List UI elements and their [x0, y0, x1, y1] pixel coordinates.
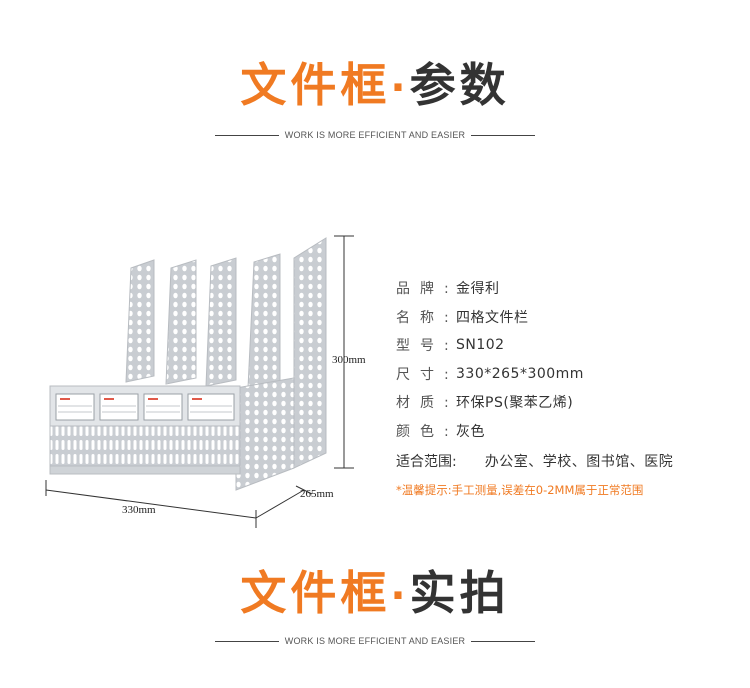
spec-model: 型号: SN102 [396, 331, 746, 360]
front-base [49, 465, 241, 475]
divider-4 [247, 253, 281, 389]
title-orange-text: 文件框 [240, 566, 391, 620]
divider-left [215, 640, 279, 642]
divider-1 [125, 259, 155, 383]
height-label: 300mm [332, 354, 366, 366]
spec-key: 型号: [396, 338, 459, 355]
product-image: 300mm 265mm 330mm [36, 228, 366, 538]
spec-color: 颜色: 灰色 [396, 417, 746, 446]
usage-value: 办公室、学校、图书馆、医院 [484, 454, 674, 471]
tagline: WORK IS MORE EFFICIENT AND EASIER [284, 130, 466, 140]
depth-dim-end [295, 485, 313, 495]
spec-key: 品牌: [396, 281, 459, 298]
section-title-photos: 文件框·实拍 [0, 570, 750, 616]
title-dark-text: 参数 [409, 58, 510, 112]
tagline-row-2: WORK IS MORE EFFICIENT AND EASIER [215, 634, 535, 648]
divider-right [471, 134, 535, 136]
width-label: 330mm [122, 504, 156, 516]
divider-2 [165, 259, 197, 385]
depth-dim-line [255, 489, 305, 519]
spec-key: 尺寸: [396, 366, 459, 383]
divider-right [471, 640, 535, 642]
right-side-panel [235, 377, 295, 491]
section-title-params: 文件框·参数 [0, 62, 750, 108]
spec-name: 名称: 四格文件栏 [396, 303, 746, 332]
rear-side-panel [293, 237, 327, 469]
divider-3 [205, 257, 237, 387]
measurement-note: *温馨提示:手工测量,误差在0-2MM属于正常范围 [396, 482, 644, 497]
spec-value: 环保PS(聚苯乙烯) [456, 395, 574, 412]
width-dim-line [45, 489, 257, 519]
spec-value: 金得利 [456, 281, 500, 298]
tagline: WORK IS MORE EFFICIENT AND EASIER [284, 636, 466, 646]
spec-value: 灰色 [456, 423, 485, 440]
depth-label: 265mm [300, 488, 334, 500]
spec-value: 四格文件栏 [456, 309, 529, 326]
title-dark-text: 实拍 [409, 566, 510, 620]
spec-value: SN102 [456, 337, 505, 354]
spec-key: 颜色: [396, 423, 459, 440]
spec-brand: 品牌: 金得利 [396, 274, 746, 303]
spec-material: 材质: 环保PS(聚苯乙烯) [396, 388, 746, 417]
file-organizer-illustration [45, 235, 354, 528]
tagline-row-1: WORK IS MORE EFFICIENT AND EASIER [215, 128, 535, 142]
usage-key: 适合范围: [396, 454, 457, 471]
title-dot: · [390, 573, 410, 619]
spec-value: 330*265*300mm [456, 365, 584, 382]
spec-key: 材质: [396, 395, 459, 412]
spec-size: 尺寸: 330*265*300mm [396, 360, 746, 389]
label-cards [55, 393, 235, 421]
spec-key: 名称: [396, 309, 459, 326]
divider-left [215, 134, 279, 136]
spec-usage: 适合范围: 办公室、学校、图书馆、医院 [396, 447, 746, 476]
front-slot-band [49, 425, 241, 467]
spec-list: 品牌: 金得利 名称: 四格文件栏 型号: SN102 尺寸: 330*265*… [396, 274, 746, 498]
title-orange-text: 文件框 [240, 58, 391, 112]
title-dot: · [390, 65, 410, 111]
